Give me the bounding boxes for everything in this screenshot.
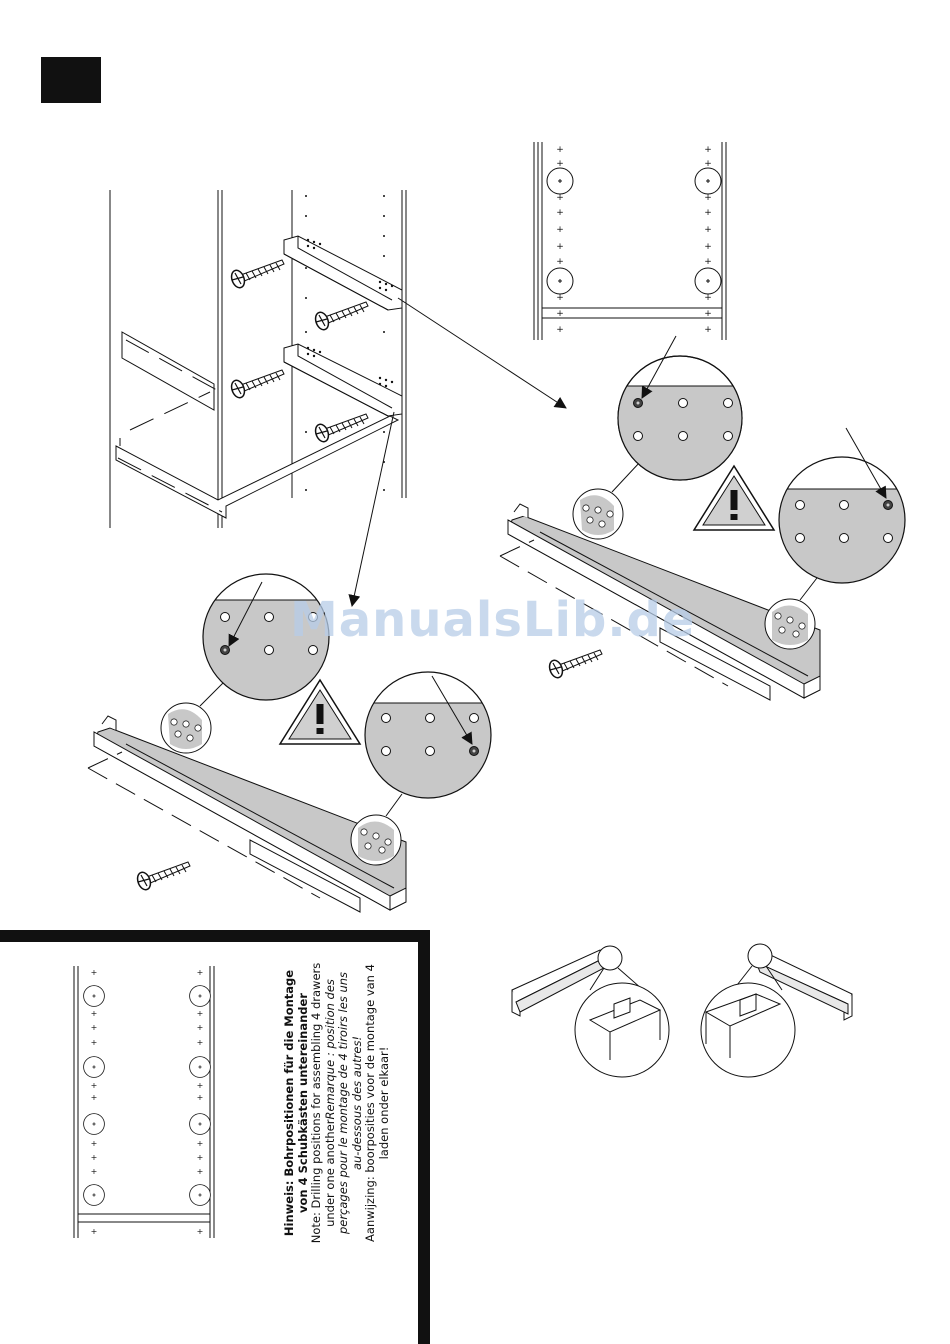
svg-text:+: + <box>197 1023 204 1032</box>
svg-text:+: + <box>556 193 564 203</box>
svg-text:+: + <box>91 1038 98 1047</box>
note-en-line-2: under one another <box>322 1119 337 1227</box>
svg-text:+: + <box>704 257 712 267</box>
svg-text:+: + <box>556 208 564 218</box>
svg-text:+: + <box>197 1081 204 1090</box>
note-nl-line-1: Aanwijzing: boorposities voor de montage… <box>363 964 377 1242</box>
svg-text:+: + <box>91 1167 98 1176</box>
svg-text:+: + <box>704 309 712 319</box>
note-heading-de-2: von 4 Schubkästen untereinander <box>295 993 310 1213</box>
svg-text:+: + <box>556 293 564 303</box>
svg-text:+: + <box>556 225 564 235</box>
svg-text:+: + <box>197 1167 204 1176</box>
svg-text:+: + <box>704 193 712 203</box>
svg-text:+: + <box>91 1153 98 1162</box>
note-fr-line-1: Remarque : position des <box>322 979 337 1120</box>
svg-text:+: + <box>704 293 712 303</box>
svg-text:+: + <box>197 1093 204 1102</box>
svg-text:+: + <box>197 1227 204 1236</box>
svg-text:+: + <box>91 1081 98 1090</box>
svg-text:+: + <box>704 159 712 169</box>
note-panel <box>0 930 430 1344</box>
note-fr-line-2: perçages pour le montage de 4 tiroirs le… <box>336 971 350 1235</box>
svg-text:+: + <box>704 325 712 335</box>
svg-text:+: + <box>556 145 564 155</box>
svg-text:+: + <box>704 145 712 155</box>
svg-text:+: + <box>704 242 712 252</box>
note-en-line-1: Note: Drilling positions for assembling … <box>309 962 323 1244</box>
drilling-note: Hinweis: Bohrpositionen für die Montage … <box>282 958 391 1248</box>
svg-text:+: + <box>197 1009 204 1018</box>
svg-text:+: + <box>704 208 712 218</box>
svg-text:+: + <box>197 968 204 977</box>
svg-text:+: + <box>91 1093 98 1102</box>
note-heading-de-1: Hinweis: Bohrpositionen für die Montage <box>282 969 296 1237</box>
svg-text:+: + <box>91 1227 98 1236</box>
note-fr-line-3: au-dessous des autres! <box>349 1035 364 1171</box>
svg-text:+: + <box>91 968 98 977</box>
svg-text:+: + <box>556 325 564 335</box>
svg-text:+: + <box>197 1038 204 1047</box>
note-nl-line-2: laden onder elkaar! <box>376 1046 391 1160</box>
svg-text:+: + <box>556 242 564 252</box>
note-panel-top-border <box>0 930 430 942</box>
svg-text:+: + <box>91 1139 98 1148</box>
svg-text:+: + <box>91 1009 98 1018</box>
svg-text:+: + <box>91 1023 98 1032</box>
svg-text:+: + <box>704 225 712 235</box>
svg-text:+: + <box>197 1139 204 1148</box>
note-panel-right-border <box>418 930 430 1344</box>
watermark: ManualsLib.de <box>290 592 696 648</box>
svg-text:+: + <box>197 1153 204 1162</box>
step-number-box <box>41 57 101 103</box>
svg-text:+: + <box>556 257 564 267</box>
svg-text:+: + <box>556 309 564 319</box>
svg-text:+: + <box>556 159 564 169</box>
